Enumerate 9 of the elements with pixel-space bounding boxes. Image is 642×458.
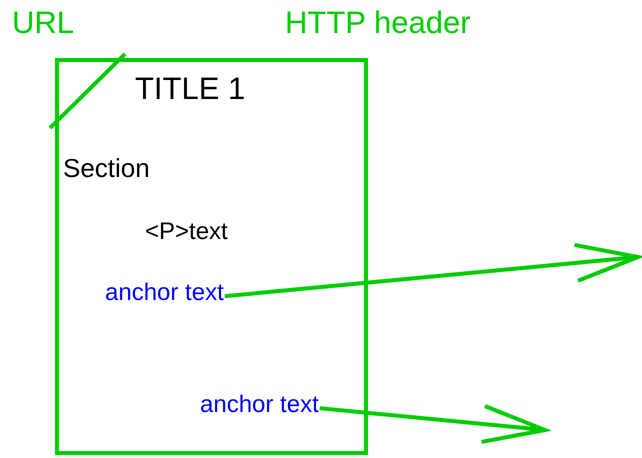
arrow <box>224 242 640 298</box>
annotation-label: URL <box>12 6 74 40</box>
page-box <box>55 58 368 455</box>
section-heading: Section <box>63 154 150 183</box>
anchor-text: anchor text <box>105 280 224 306</box>
page-title: TITLE 1 <box>135 72 246 106</box>
anchor-text: anchor text <box>200 392 319 418</box>
paragraph-text: <P>text <box>145 219 228 246</box>
annotation-label: HTTP header <box>285 6 471 40</box>
